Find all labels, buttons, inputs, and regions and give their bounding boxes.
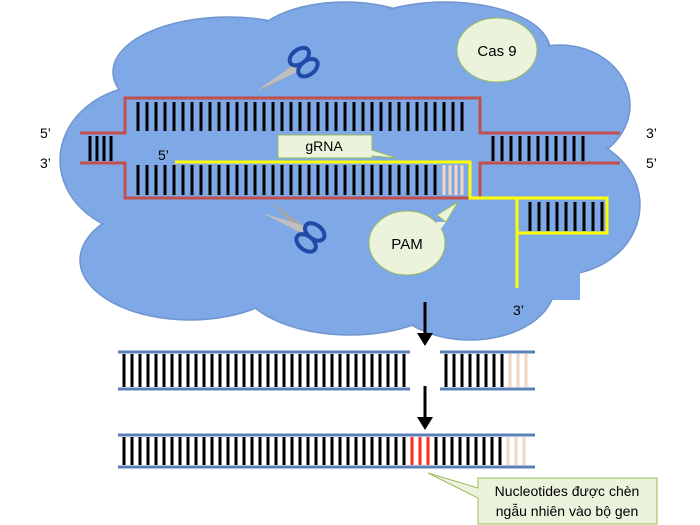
dna-rungs-bottom-strand xyxy=(136,165,437,195)
cut-dna-left-rungs xyxy=(122,354,406,387)
dna-outline xyxy=(80,96,620,200)
down-arrow-icon xyxy=(417,386,433,430)
label-grna-3prime: 3’ xyxy=(513,302,524,318)
down-arrow-icon xyxy=(417,302,433,346)
insertion-note-line2: ngẫu nhiên vào bộ gen xyxy=(496,503,638,519)
insertion-callout: Nucleotides được chèn ngẫu nhiên vào bộ … xyxy=(427,472,658,525)
label-top-right-3prime: 3’ xyxy=(646,125,657,141)
cut-dna xyxy=(118,350,535,391)
pam-rungs xyxy=(442,165,464,195)
cut-dna-right-rungs xyxy=(444,354,528,387)
grna-tail-rungs xyxy=(528,202,604,231)
repaired-dna-rungs xyxy=(122,437,526,465)
repaired-dna xyxy=(118,433,535,469)
label-grna-5prime: 5’ xyxy=(158,147,169,163)
dna-rungs-right-end xyxy=(491,136,585,161)
label-top-right-5prime: 5’ xyxy=(646,155,657,171)
label-top-left-5prime: 5’ xyxy=(40,125,51,141)
cas9-bubble: Cas 9 xyxy=(456,17,538,83)
cas9-label: Cas 9 xyxy=(477,43,516,60)
dna-rungs-top-strand xyxy=(136,102,464,131)
pam-label: PAM xyxy=(391,236,422,253)
grna-callout: gRNA xyxy=(277,134,398,159)
pam-bubble: PAM xyxy=(368,201,459,276)
grna-label: gRNA xyxy=(305,138,343,154)
scissors-icon xyxy=(257,45,320,93)
dna-rungs-left-end xyxy=(88,136,113,161)
label-top-left-3prime: 3’ xyxy=(40,155,51,171)
scissors-icon xyxy=(262,201,327,254)
insertion-note-line1: Nucleotides được chèn xyxy=(495,483,640,499)
